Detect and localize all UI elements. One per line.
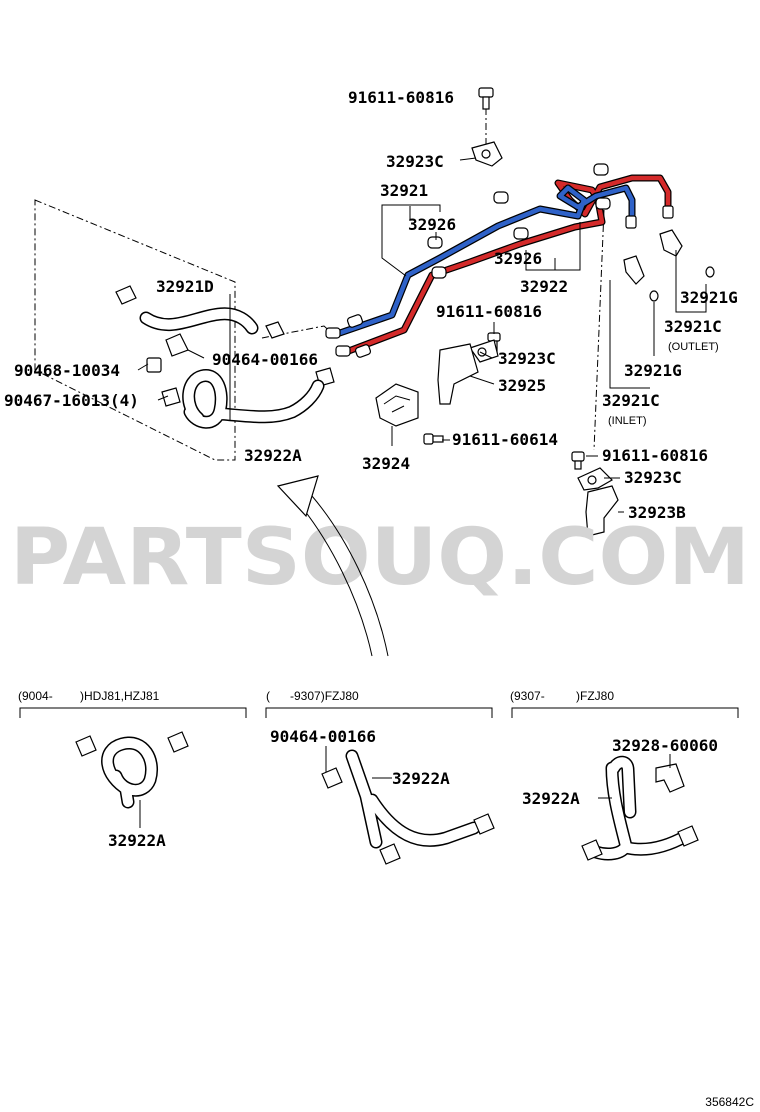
label-32926-right: 32926 — [494, 249, 542, 268]
fitting — [346, 314, 364, 328]
label-90468-10034: 90468-10034 — [14, 361, 120, 380]
inlet-line — [331, 185, 635, 338]
clamp-icon — [471, 141, 503, 167]
hose-32921D — [141, 308, 257, 333]
bracket-32925 — [437, 343, 479, 405]
label-32921C-inlet: 32921C — [602, 391, 660, 410]
fitting — [431, 266, 447, 279]
pointer-arrow-icon — [276, 475, 389, 657]
label-32923C-mid: 32923C — [498, 349, 556, 368]
clamp-icon — [577, 467, 613, 491]
outlet-line — [343, 175, 671, 355]
bracket-32928-60060 — [655, 763, 685, 793]
label-90464-00166: 90464-00166 — [212, 350, 318, 369]
hose-32922A — [347, 751, 479, 847]
variant-hdj81: (9004- )HDJ81,HZJ81 32922A — [18, 689, 247, 850]
fitting — [513, 227, 529, 240]
label-32921G-inlet: 32921G — [624, 361, 682, 380]
label-32922A-v1: 32922A — [108, 831, 166, 850]
fitting — [335, 345, 351, 357]
bracket-32923B — [585, 485, 619, 537]
fitting — [593, 163, 609, 176]
pipe-fittings — [325, 163, 674, 358]
variant-bracket — [511, 707, 739, 718]
label-91611-60816-top: 91611-60816 — [348, 88, 454, 107]
label-90467-16013: 90467-16013(4) — [4, 391, 139, 410]
label-91611-60614: 91611-60614 — [452, 430, 558, 449]
hose-clamp-icon — [167, 731, 189, 753]
phantom-outline — [34, 199, 236, 461]
connector-32921C-inlet — [623, 255, 645, 285]
label-32925: 32925 — [498, 376, 546, 395]
label-90464-00166-v2: 90464-00166 — [270, 727, 376, 746]
label-32921D: 32921D — [156, 277, 214, 296]
fitting — [493, 191, 509, 204]
variant-fzj80-early: ( -9307)FZJ80 90464-00166 32922A — [265, 689, 495, 865]
variant-code: ( — [266, 689, 270, 703]
hose-clamp-icon — [321, 767, 343, 789]
variant-code: (9004- — [18, 689, 53, 703]
variant-code: (9307- — [510, 689, 545, 703]
hose-clamp-icon — [75, 735, 97, 757]
hose-clamp-icon — [677, 825, 699, 847]
fitting — [625, 215, 637, 229]
hose-32922A — [183, 370, 323, 428]
o-ring-32921G — [649, 290, 659, 302]
label-32921G-outlet: 32921G — [680, 288, 738, 307]
o-ring-32921G — [705, 266, 715, 278]
pipe-lines — [330, 174, 672, 356]
variant-models: )HDJ81,HZJ81 — [80, 689, 160, 703]
connector-32921C-outlet — [659, 229, 683, 257]
bolt-icon — [423, 433, 444, 445]
label-32924: 32924 — [362, 454, 410, 473]
hose-32922A — [591, 757, 691, 859]
label-32923C-top: 32923C — [386, 152, 444, 171]
bolt-icon — [478, 87, 494, 110]
bolt-icon — [571, 451, 585, 470]
hose-clamp-icon — [379, 843, 401, 865]
hose-clamp-icon — [581, 839, 603, 861]
fitting — [662, 205, 674, 219]
fitting — [354, 344, 372, 358]
hose-clamp-icon — [473, 813, 495, 835]
label-outlet: (OUTLET) — [668, 341, 719, 353]
leader-inlet-vertical — [593, 209, 605, 451]
variant-bracket — [19, 707, 247, 718]
label-32921: 32921 — [380, 181, 428, 200]
label-32922: 32922 — [520, 277, 568, 296]
label-32922A-main: 32922A — [244, 446, 302, 465]
label-32923B: 32923B — [628, 503, 686, 522]
variant-fzj80-late: (9307- )FZJ80 32928-60060 32922A — [510, 689, 739, 861]
main-assembly: 91611-60816 32923C 32921 32926 32926 329… — [4, 87, 738, 537]
bracket-32924 — [375, 383, 419, 427]
label-91611-60816-bottom: 91611-60816 — [602, 446, 708, 465]
label-32928-60060-v3: 32928-60060 — [612, 736, 718, 755]
nut-90468-10034 — [146, 357, 162, 373]
label-32922A-v3: 32922A — [522, 789, 580, 808]
watermark: PARTSOUQ.COM — [10, 513, 750, 603]
label-91611-60816-mid: 91611-60816 — [436, 302, 542, 321]
label-32921C-outlet: 32921C — [664, 317, 722, 336]
reference-code: 356842C — [705, 1095, 754, 1109]
label-leaders — [137, 157, 707, 513]
hose-clamp-icon — [115, 285, 335, 407]
fitting — [427, 236, 443, 249]
variant-bracket — [265, 707, 493, 718]
fitting — [595, 197, 611, 210]
label-32926-left: 32926 — [408, 215, 456, 234]
fitting — [325, 327, 341, 339]
hose-32922A — [102, 738, 157, 807]
variant-models: )FZJ80 — [576, 689, 614, 703]
label-32922A-v2: 32922A — [392, 769, 450, 788]
variant-models: -9307)FZJ80 — [290, 689, 359, 703]
label-inlet: (INLET) — [608, 415, 647, 427]
label-32923C-bottom: 32923C — [624, 468, 682, 487]
